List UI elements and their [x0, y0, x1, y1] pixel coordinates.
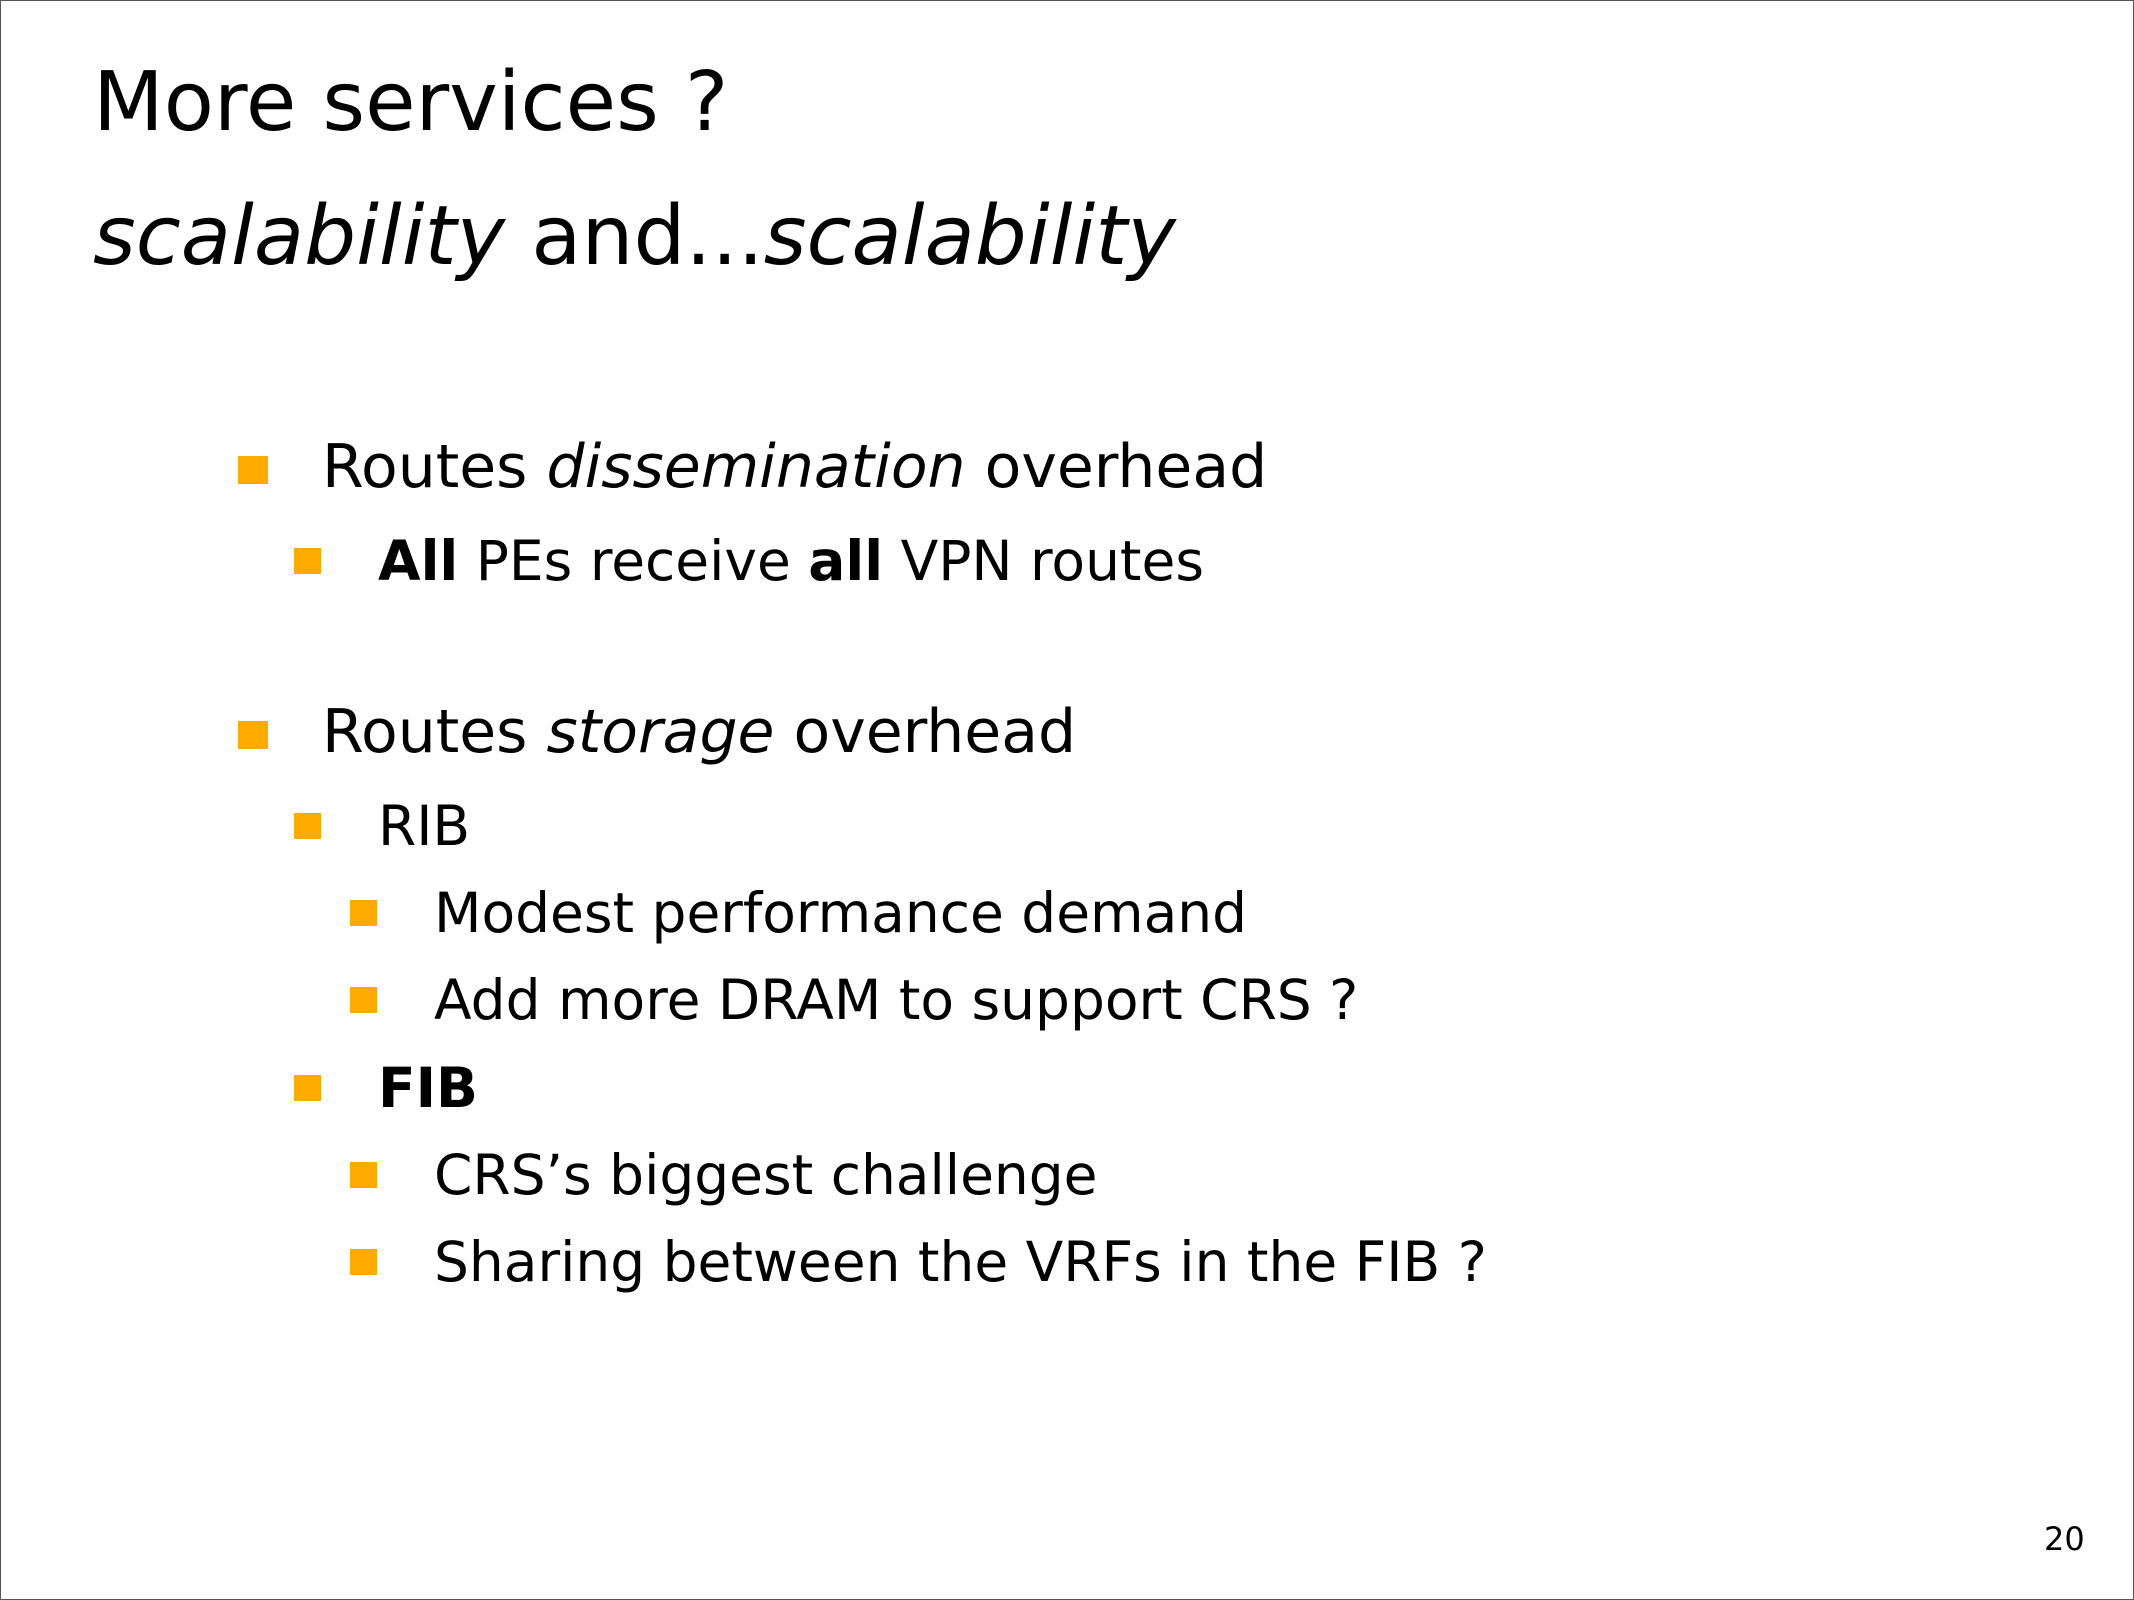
- bullet-icon: [238, 721, 268, 749]
- page-number: 20: [2044, 1520, 2085, 1558]
- bullet-modest: Modest performance demand: [434, 881, 1248, 945]
- bullet-icon: [294, 813, 321, 839]
- title-text: and...: [505, 189, 764, 284]
- title-italic-1: scalability: [93, 189, 506, 284]
- bullet-icon: [350, 1249, 377, 1275]
- bullet-icon: [294, 548, 321, 574]
- title-italic-2: scalability: [763, 189, 1176, 284]
- bullet-rib: RIB: [378, 794, 471, 858]
- slide-title-line1: More services ?: [93, 55, 729, 150]
- bullet-icon: [350, 1162, 377, 1188]
- bullet-icon: [238, 456, 268, 484]
- bullet-fib: FIB: [378, 1056, 478, 1120]
- bullet-icon: [350, 987, 377, 1013]
- bullet-dram: Add more DRAM to support CRS ?: [434, 968, 1359, 1032]
- bullet-icon: [294, 1075, 321, 1101]
- bullet-storage: Routes storage overhead: [322, 697, 1077, 767]
- bullet-dissemination: Routes dissemination overhead: [322, 432, 1268, 502]
- bullet-icon: [350, 900, 377, 926]
- bullet-crs-challenge: CRS’s biggest challenge: [434, 1143, 1098, 1207]
- bullet-all-pes: All PEs receive all VPN routes: [378, 529, 1204, 593]
- slide-title-line2: scalability and...scalability: [93, 196, 1176, 278]
- bullet-sharing: Sharing between the VRFs in the FIB ?: [434, 1230, 1487, 1294]
